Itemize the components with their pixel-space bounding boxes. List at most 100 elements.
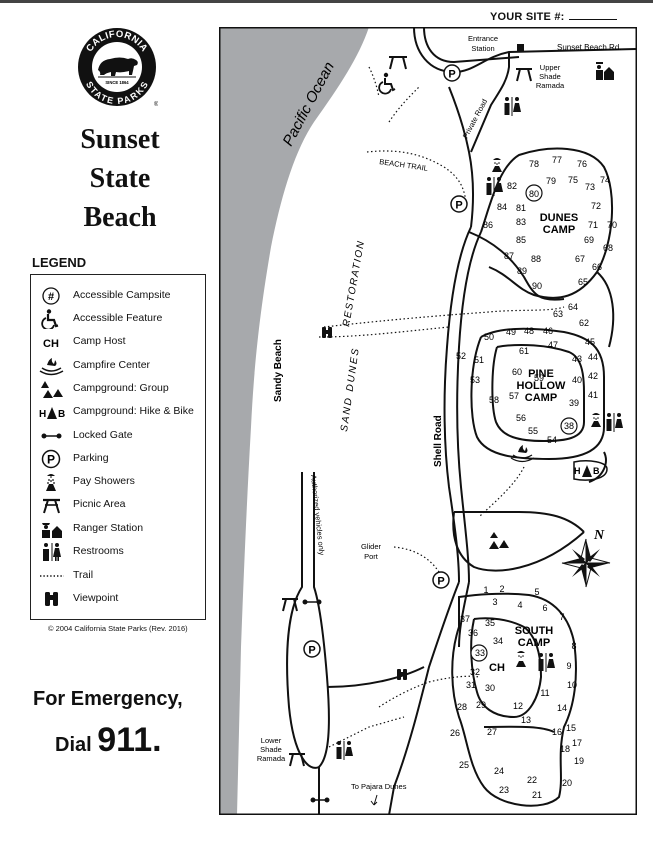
campsite-number-57: 57 xyxy=(509,391,519,401)
campsite-number-69: 69 xyxy=(584,235,594,245)
legend-label: Picnic Area xyxy=(73,498,126,510)
campsite-number-40: 40 xyxy=(572,375,582,385)
private-road xyxy=(470,52,510,153)
trail-icon xyxy=(40,575,64,577)
pacific-ocean xyxy=(219,27,369,815)
viewpoint-icon xyxy=(45,592,58,606)
campsite-number-47: 47 xyxy=(548,340,558,350)
campsite-number-65: 65 xyxy=(578,277,588,287)
california-state-parks-logo: CALIFORNIA STATE PARKS SINCE 1864 ® xyxy=(78,28,158,108)
upper-ramada-label-3: Ramada xyxy=(536,81,565,90)
pine-hollow-label-2: HOLLOW xyxy=(517,380,566,392)
dunes-camp-loop xyxy=(480,147,613,299)
your-site-blank[interactable] xyxy=(568,19,617,20)
campsite-number-6: 6 xyxy=(542,603,547,613)
pay-showers-icon xyxy=(591,413,601,427)
campsite-number-67: 67 xyxy=(575,254,585,264)
ranger-station-icon xyxy=(596,62,614,80)
legend-item-picnic-area: Picnic Area xyxy=(31,495,207,515)
campsite-number-3: 3 xyxy=(492,597,497,607)
sandy-beach-label: Sandy Beach xyxy=(273,339,284,402)
parking-marker[interactable]: P xyxy=(450,195,468,213)
legend-box: # Accessible Campsite Accessible Feature… xyxy=(30,274,206,620)
campsite-number-15: 15 xyxy=(566,723,576,733)
campsite-number-31: 31 xyxy=(466,680,476,690)
campsite-number-14: 14 xyxy=(557,703,567,713)
campfire-center-icon xyxy=(39,358,64,376)
campsite-number-13: 13 xyxy=(521,715,531,725)
campsite-number-66: 66 xyxy=(592,262,602,272)
campsite-number-54: 54 xyxy=(547,435,557,445)
campsite-number-55: 55 xyxy=(528,426,538,436)
campsite-number-48: 48 xyxy=(524,326,534,336)
legend-item-accessible-campsite: # Accessible Campsite xyxy=(31,286,207,306)
campsite-number-53: 53 xyxy=(470,375,480,385)
campsite-number-63: 63 xyxy=(553,309,563,319)
pine-hollow-loop xyxy=(470,327,605,461)
accessible-campsite-glyph: # xyxy=(48,291,54,303)
campsite-number-81: 81 xyxy=(516,203,526,213)
lower-ramada-label-1: Lower xyxy=(261,736,282,745)
shell-road-label: Shell Road xyxy=(433,415,444,467)
legend-item-locked-gate: Locked Gate xyxy=(31,426,207,446)
legend-item-pay-showers: Pay Showers xyxy=(31,472,207,492)
campsite-number-9: 9 xyxy=(566,661,571,671)
legend-item-camp-host: CH Camp Host xyxy=(31,332,207,352)
accessible-site-circle xyxy=(560,417,578,435)
campsite-number-72: 72 xyxy=(591,201,601,211)
camp-host-glyph: CH xyxy=(43,338,59,350)
campsite-number-28: 28 xyxy=(457,702,467,712)
campsite-number-52: 52 xyxy=(456,351,466,361)
dunes-camp-label-1: DUNES xyxy=(540,212,579,224)
entrance-station-marker xyxy=(517,44,524,51)
legend-label: Restrooms xyxy=(73,545,124,557)
pine-hollow-label-1: PINE xyxy=(528,368,554,380)
campsite-number-26: 26 xyxy=(450,728,460,738)
accessible-site-circle xyxy=(470,644,488,662)
emergency-dial: Dial 911. xyxy=(55,721,162,760)
campsite-number-4: 4 xyxy=(517,600,522,610)
legend-label: Accessible Campsite xyxy=(73,289,171,301)
campfire-center-icon xyxy=(510,445,535,463)
accessible-campsite-icon: # xyxy=(42,287,60,305)
campsite-number-76: 76 xyxy=(577,159,587,169)
legend-item-viewpoint: Viewpoint xyxy=(31,589,207,609)
upper-ramada-label-2: Shade xyxy=(539,72,561,81)
campsite-number-7: 7 xyxy=(559,612,564,622)
parking-marker[interactable]: P xyxy=(303,640,321,658)
pay-showers-icon xyxy=(516,651,526,667)
pay-showers-icon xyxy=(492,158,502,172)
bear-icon xyxy=(98,57,138,76)
campsite-number-30: 30 xyxy=(485,683,495,693)
campsite-number-51: 51 xyxy=(474,355,484,365)
campsite-number-23: 23 xyxy=(499,785,509,795)
restrooms-icon xyxy=(606,413,623,432)
campsite-number-84: 84 xyxy=(497,202,507,212)
parking-marker[interactable]: P xyxy=(432,571,450,589)
south-camp-label-1: SOUTH xyxy=(515,625,554,637)
campsite-number-10: 10 xyxy=(567,680,577,690)
campsite-number-8: 8 xyxy=(571,641,576,651)
south-camp-loop xyxy=(451,592,577,807)
your-site-field[interactable]: YOUR SITE #: xyxy=(490,11,617,23)
legend-label: Pay Showers xyxy=(73,475,135,487)
campsite-number-19: 19 xyxy=(574,756,584,766)
locked-gate-icon xyxy=(302,599,322,605)
parking-marker[interactable]: P xyxy=(443,64,461,82)
legend-label: Campfire Center xyxy=(73,359,151,371)
picnic-area-icon xyxy=(516,68,532,82)
registered-mark: ® xyxy=(154,101,158,108)
park-title-line3: Beach xyxy=(83,202,157,233)
campsite-number-73: 73 xyxy=(585,182,595,192)
campsite-number-16: 16 xyxy=(552,727,562,737)
parking-glyph: P xyxy=(47,453,55,467)
legend-label: Trail xyxy=(73,569,94,581)
restrooms-icon xyxy=(538,653,555,672)
campsite-number-1: 1 xyxy=(483,585,488,595)
restoration-label: RESTORATION xyxy=(341,239,367,327)
legend-item-parking: P Parking xyxy=(31,449,207,469)
emergency-dial-word: Dial xyxy=(55,734,92,756)
campsite-number-35: 35 xyxy=(485,618,495,628)
accessible-feature-icon xyxy=(41,309,59,329)
